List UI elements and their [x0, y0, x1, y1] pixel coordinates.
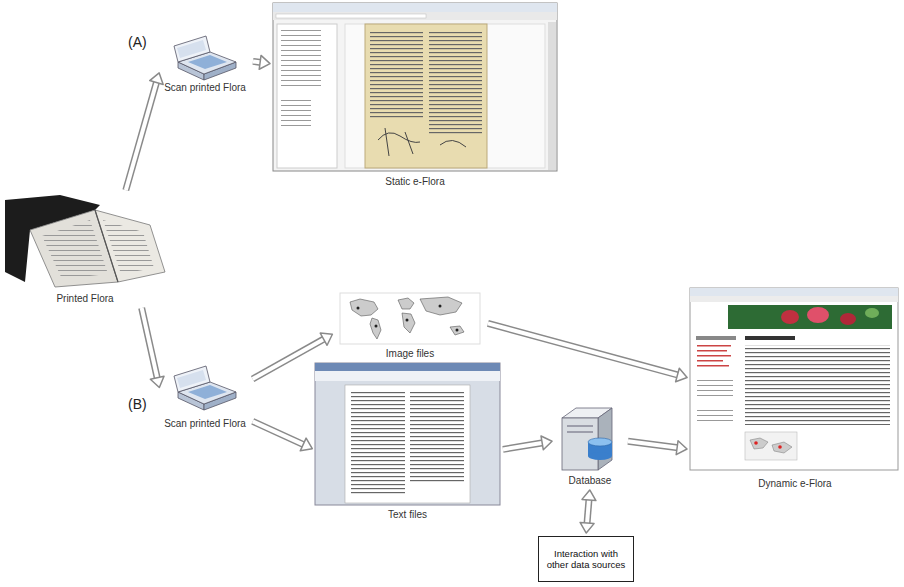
caption-text: Database — [569, 475, 612, 487]
database-server — [562, 408, 612, 470]
screenshot-node: Static e-Flora — [273, 3, 557, 188]
dynamic-eflora-screenshot — [690, 288, 898, 470]
screenshot-node: Dynamic e-Flora — [690, 287, 900, 490]
hollow-arrow — [628, 441, 687, 455]
database-node: Database — [555, 403, 625, 487]
scanner-node: Scan printed Flora — [160, 364, 250, 430]
book-node: Printed Flora — [5, 193, 165, 305]
text-files-node: Text files — [315, 363, 500, 521]
hollow-arrow — [253, 55, 270, 69]
caption-text: Text files — [388, 509, 427, 521]
map-image — [340, 293, 480, 344]
scanner-icon — [174, 366, 236, 410]
hollow-arrow — [580, 490, 596, 533]
hollow-arrow — [488, 323, 687, 381]
scanner-node: Scan printed Flora — [160, 34, 250, 94]
caption-text: Scan printed Flora — [164, 418, 246, 430]
hollow-arrow — [253, 333, 333, 379]
caption-text: Image files — [386, 348, 434, 360]
hollow-arrow — [253, 421, 313, 450]
box-text: Interaction with other data sources — [544, 548, 628, 570]
caption-text: Dynamic e-Flora — [758, 478, 831, 490]
process-box: Interaction with other data sources — [538, 536, 634, 582]
static-eflora-screenshot — [273, 3, 557, 171]
caption-text: Scan printed Flora — [164, 82, 246, 94]
book-photo — [5, 195, 165, 287]
hollow-arrow — [142, 308, 164, 388]
text-document — [315, 363, 500, 505]
hollow-arrow — [503, 436, 552, 450]
caption-text: Printed Flora — [56, 293, 113, 305]
panel-label: (A) — [128, 34, 147, 50]
hollow-arrow — [126, 73, 163, 190]
image-files-node: Image files — [335, 292, 485, 360]
scanner-icon — [174, 36, 236, 80]
panel-label: (B) — [128, 396, 147, 412]
caption-text: Static e-Flora — [385, 176, 444, 188]
